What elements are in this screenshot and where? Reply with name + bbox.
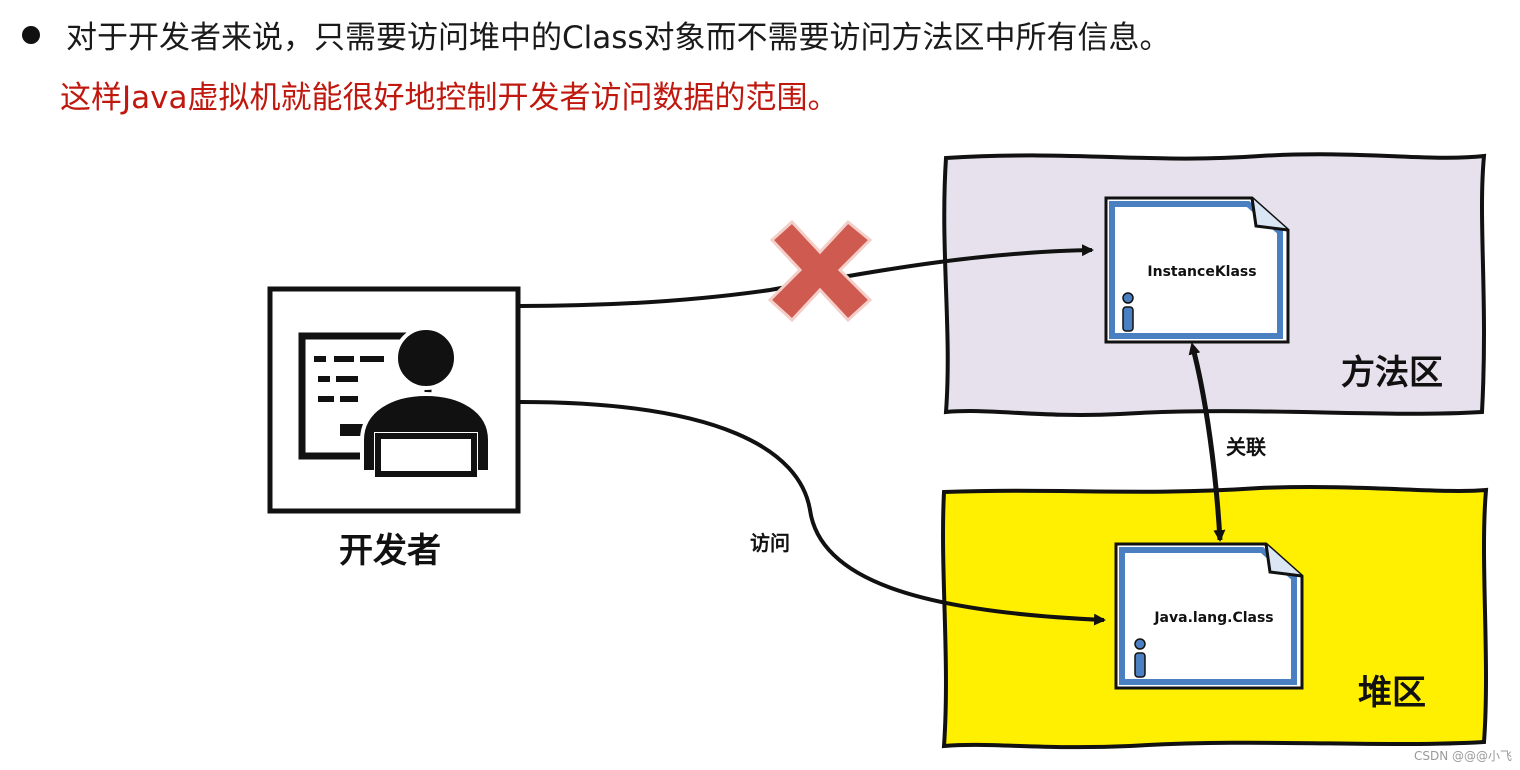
instance-klass-label: InstanceKlass — [1147, 264, 1256, 280]
access-label: 访问 — [750, 531, 790, 555]
association-label: 关联 — [1226, 435, 1266, 459]
developer-label: 开发者 — [339, 531, 441, 571]
instance-klass-document: InstanceKlass — [1104, 196, 1290, 344]
bullet-dot — [22, 25, 40, 44]
developer-icon — [298, 326, 492, 477]
java-class-document: Java.lang.Class — [1114, 542, 1304, 690]
cross-icon — [767, 219, 873, 323]
method-area-label: 方法区 — [1341, 353, 1443, 393]
heap-label: 堆区 — [1358, 673, 1426, 713]
info-icon — [1134, 638, 1146, 678]
info-icon — [1122, 292, 1134, 332]
bullet-line: 对于开发者来说，只需要访问堆中的Class对象而不需要访问方法区中所有信息。 — [22, 12, 1171, 57]
highlight-text: 这样Java虚拟机就能很好地控制开发者访问数据的范围。 — [60, 80, 839, 116]
watermark: CSDN @@@小飞 — [1413, 749, 1512, 763]
java-class-label: Java.lang.Class — [1153, 610, 1273, 626]
blocked-access-arrow — [519, 244, 1094, 308]
access-arrow — [519, 400, 1106, 626]
bullet-text: 对于开发者来说，只需要访问堆中的Class对象而不需要访问方法区中所有信息。 — [66, 20, 1171, 56]
association-arrow — [1188, 342, 1226, 542]
developer-box — [267, 286, 521, 514]
